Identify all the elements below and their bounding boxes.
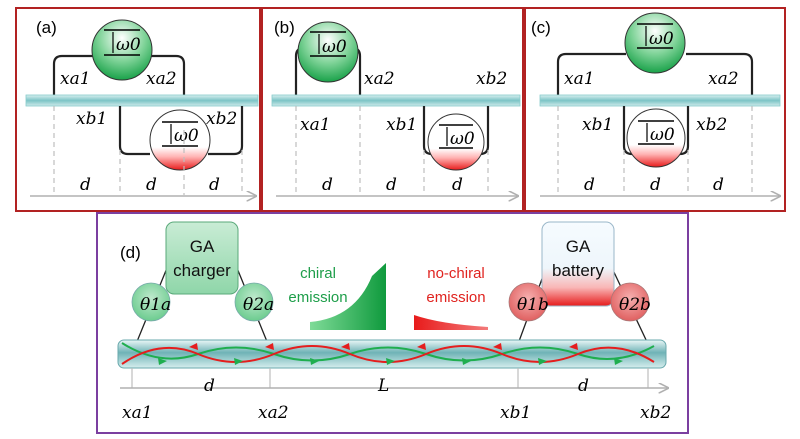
panel-a-label-xb1: xb1 xyxy=(76,109,107,129)
panel-d: (d) GA charger GA battery θ1a θ2a θ1b θ2… xyxy=(96,212,689,434)
panel-d-pos-xa1: xa1 xyxy=(122,403,153,423)
panel-b-waveguide xyxy=(271,94,521,107)
ga-charger-line1: GA xyxy=(190,237,215,256)
green-wave-arrows xyxy=(158,358,623,365)
phase-theta1a-circle xyxy=(131,282,171,322)
ga-charger-line2: charger xyxy=(173,261,231,280)
panel-b-atom-b-freq: ω0 xyxy=(450,129,475,149)
panel-a-label-xa2: xa2 xyxy=(146,69,177,89)
panel-c-atom-a-arms xyxy=(556,52,754,95)
panel-b-label: (b) xyxy=(274,18,295,37)
panel-c-frame xyxy=(524,7,786,212)
panel-b: (b) ω0 xa2 xb2 xa1 xb1 ω0 d d d xyxy=(261,7,524,212)
panel-b-atom-b xyxy=(427,113,485,171)
panel-b-spacing-2: d xyxy=(386,175,397,195)
panel-c-guides xyxy=(557,106,753,195)
panel-d-pos-xa2: xa2 xyxy=(258,403,289,423)
nochiral-emission-line2: emission xyxy=(426,289,485,306)
chiral-emission-line2: emission xyxy=(288,289,347,306)
panel-c-spacing-2: d xyxy=(650,175,661,195)
panel-b-spacing-1: d xyxy=(322,175,333,195)
panel-c-atom-a xyxy=(624,12,686,74)
panel-a-waveguide xyxy=(25,94,259,107)
panel-a-atom-b xyxy=(149,109,211,171)
phase-theta2b-circle xyxy=(610,282,650,322)
panel-a-label: (a) xyxy=(36,18,57,37)
panel-c-spacing-3: d xyxy=(713,175,724,195)
ga-battery-box xyxy=(541,221,615,307)
ga-battery-line1: GA xyxy=(566,237,591,256)
panel-a-label-xa1: xa1 xyxy=(60,69,91,89)
ga-charger-box xyxy=(165,221,239,295)
panel-a-atom-a-freq: ω0 xyxy=(116,35,141,55)
panel-a: (a) ω0 xa1 xa2 xb1 xb2 ω0 d d d xyxy=(15,7,261,212)
panel-c-label-xb2: xb2 xyxy=(696,115,727,135)
nochiral-emission-profile xyxy=(414,315,488,330)
panel-d-spacing-d1: d xyxy=(204,376,215,396)
panel-b-label-xb2: xb2 xyxy=(476,69,507,89)
panel-b-atom-a-freq: ω0 xyxy=(322,37,347,57)
panel-a-atom-a-arms xyxy=(52,54,186,95)
panel-c-label-xa2: xa2 xyxy=(708,69,739,89)
panel-c-waveguide xyxy=(539,94,781,107)
panel-a-spacing-1: d xyxy=(80,175,91,195)
phase-theta1b-circle xyxy=(508,282,548,322)
panel-c-label: (c) xyxy=(531,18,551,37)
phase-theta2a: θ2a xyxy=(243,295,274,315)
panel-c: (c) ω0 xa1 xa2 xb1 xb2 ω0 d d d xyxy=(524,7,786,212)
panel-b-label-xb1: xb1 xyxy=(386,115,417,135)
panel-b-label-xa2: xa2 xyxy=(364,69,395,89)
panel-c-atom-b xyxy=(626,108,686,168)
panel-c-label-xb1: xb1 xyxy=(582,115,613,135)
panel-d-spacing-L: L xyxy=(377,376,389,396)
panel-b-label-xa1: xa1 xyxy=(300,115,331,135)
panel-d-label: (d) xyxy=(120,243,141,262)
panel-a-label-xb2: xb2 xyxy=(206,109,237,129)
chiral-emission-line1: chiral xyxy=(300,265,336,282)
phase-theta1a: θ1a xyxy=(140,295,171,315)
panel-a-spacing-2: d xyxy=(146,175,157,195)
panel-b-spacing-3: d xyxy=(452,175,463,195)
panel-b-guides xyxy=(295,106,489,195)
ga-battery-line2: battery xyxy=(552,261,604,280)
panel-a-atom-b-arms xyxy=(118,106,244,156)
panel-d-pos-xb1: xb1 xyxy=(500,403,531,423)
panel-d-guides xyxy=(131,368,649,388)
panel-a-guides xyxy=(53,106,243,195)
panel-c-spacing-1: d xyxy=(584,175,595,195)
panel-d-frame xyxy=(96,212,689,434)
panel-b-frame xyxy=(261,7,524,212)
panel-a-atom-b-freq: ω0 xyxy=(174,126,199,146)
panel-c-atom-a-freq: ω0 xyxy=(649,29,674,49)
panel-d-spacing-d2: d xyxy=(578,376,589,396)
panel-a-frame xyxy=(15,7,261,212)
phase-theta2a-circle xyxy=(234,282,274,322)
panel-c-atom-b-freq: ω0 xyxy=(650,125,675,145)
phase-theta2b: θ2b xyxy=(619,295,651,315)
panel-b-atom-a xyxy=(297,21,359,83)
nochiral-emission-line1: no-chiral xyxy=(427,265,485,282)
panel-c-label-xa1: xa1 xyxy=(564,69,595,89)
red-wave-arrows xyxy=(189,343,578,350)
phase-theta1b: θ1b xyxy=(517,295,549,315)
panel-a-spacing-3: d xyxy=(209,175,220,195)
panel-d-pos-xb2: xb2 xyxy=(640,403,671,423)
chiral-emission-profile xyxy=(310,263,386,330)
panel-a-atom-a xyxy=(91,19,153,81)
